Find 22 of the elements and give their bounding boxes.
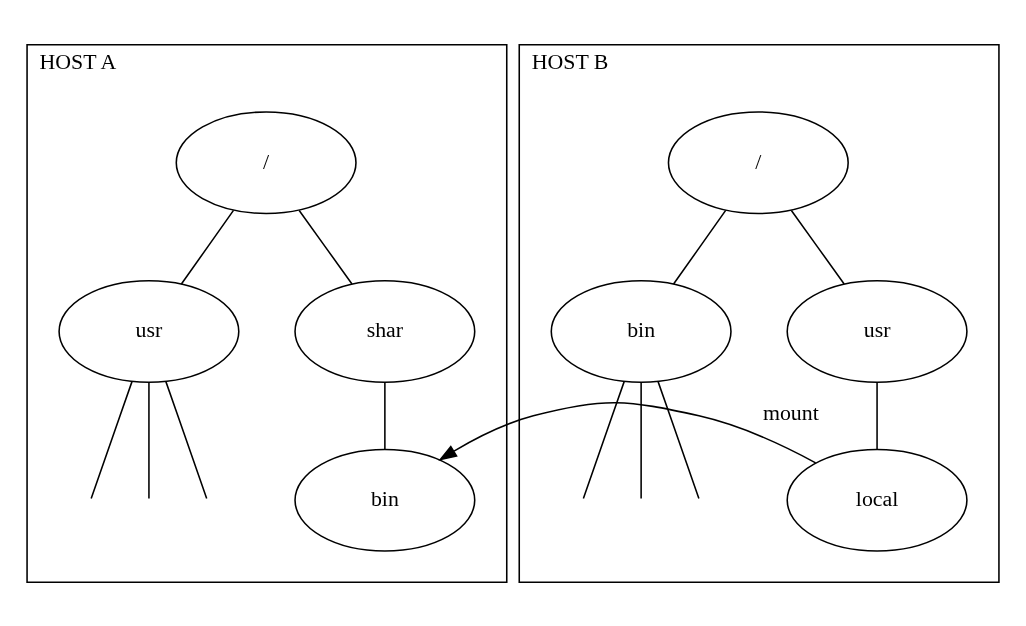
edge-label: mount xyxy=(762,400,819,425)
connector xyxy=(180,209,235,285)
node-ellipse: bin xyxy=(294,448,476,552)
connector xyxy=(640,381,642,499)
connector xyxy=(790,209,845,285)
connector xyxy=(582,380,626,499)
arrow xyxy=(438,401,817,464)
connector xyxy=(148,381,150,499)
node-ellipse: local xyxy=(786,448,968,552)
node-ellipse: shar xyxy=(294,279,476,383)
connector xyxy=(90,380,133,499)
connector xyxy=(657,380,700,499)
node-ellipse: usr xyxy=(786,279,968,383)
node-ellipse: / xyxy=(175,110,357,214)
node-ellipse: usr xyxy=(58,279,240,383)
connector xyxy=(384,381,386,450)
node-ellipse: bin xyxy=(550,279,732,383)
connector xyxy=(672,209,727,285)
node-ellipse: / xyxy=(667,110,849,214)
connector xyxy=(298,209,353,285)
connector xyxy=(165,380,208,499)
connector xyxy=(876,381,878,450)
